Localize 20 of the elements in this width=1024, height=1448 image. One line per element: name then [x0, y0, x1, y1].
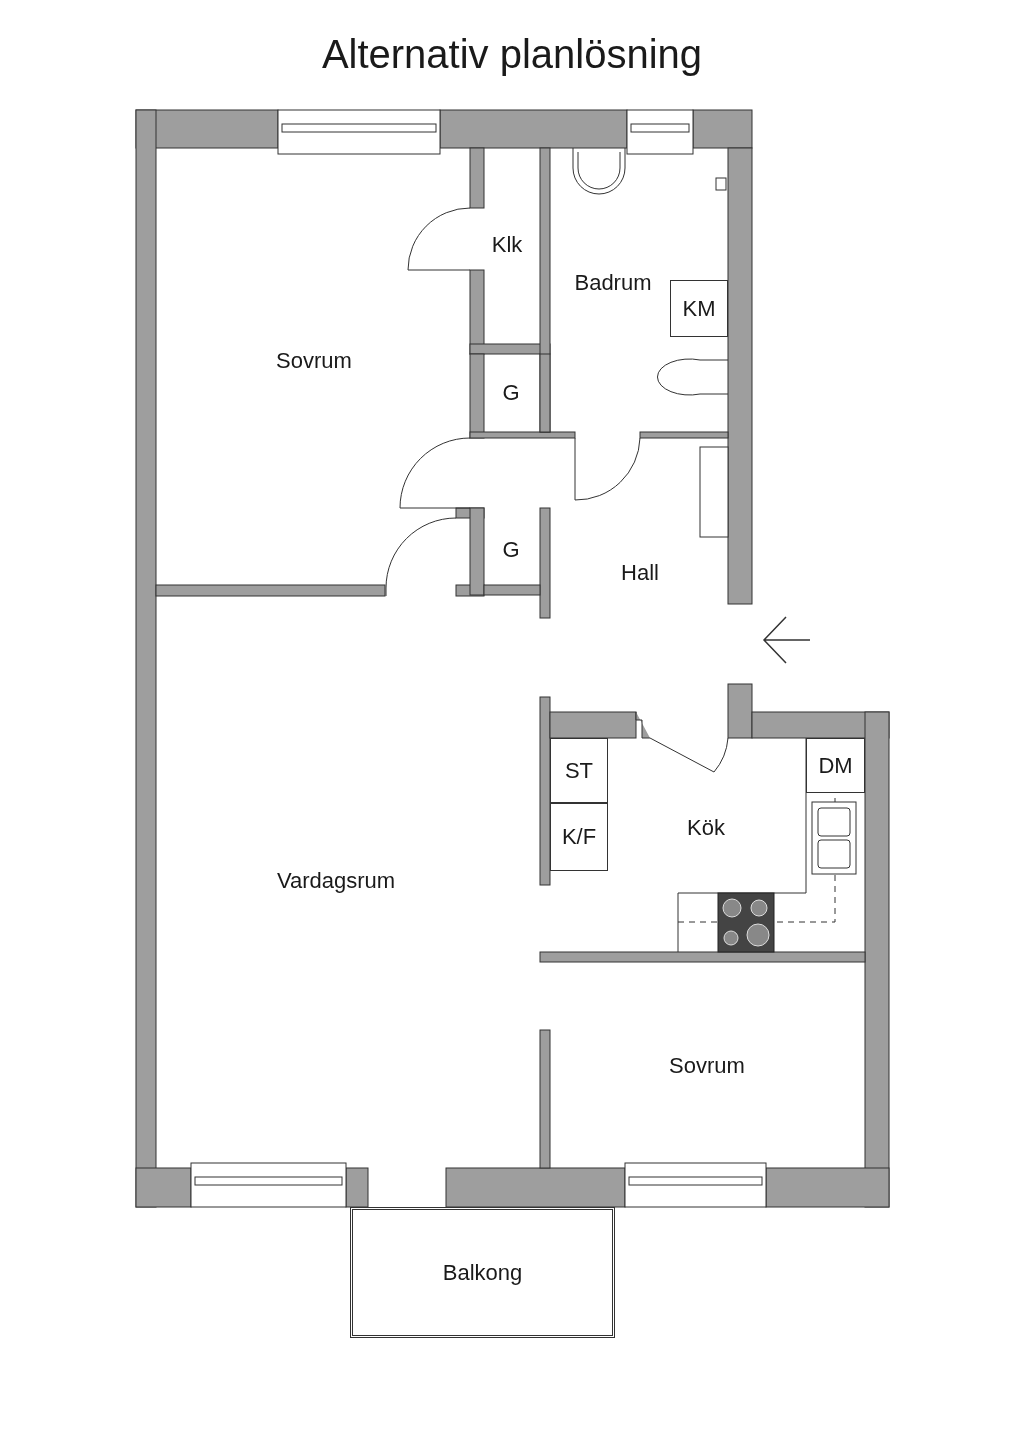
room-label: Badrum [574, 272, 652, 294]
fixture-label: ST [564, 759, 594, 782]
fixture-box [670, 280, 728, 337]
room-label: Sovrum [276, 350, 352, 372]
fixture-label: KM [682, 297, 716, 320]
fixture-box [550, 803, 608, 871]
room-label: Vardagsrum [276, 870, 396, 892]
room-label: Kök [687, 817, 725, 839]
room-label: G [502, 382, 520, 404]
room-label: Klk [491, 234, 523, 256]
fixture-label: DM [818, 754, 853, 777]
room-label: Sovrum [669, 1055, 745, 1077]
room-label: Hall [621, 562, 659, 584]
fixture-box [806, 738, 865, 793]
fixture-label: Balkong [442, 1261, 523, 1284]
fixture-box [550, 738, 608, 803]
plan-title: Alternativ planlösning [320, 31, 704, 78]
room-label: G [502, 539, 520, 561]
balcony-outline [350, 1207, 615, 1338]
fixture-label: K/F [561, 826, 597, 848]
